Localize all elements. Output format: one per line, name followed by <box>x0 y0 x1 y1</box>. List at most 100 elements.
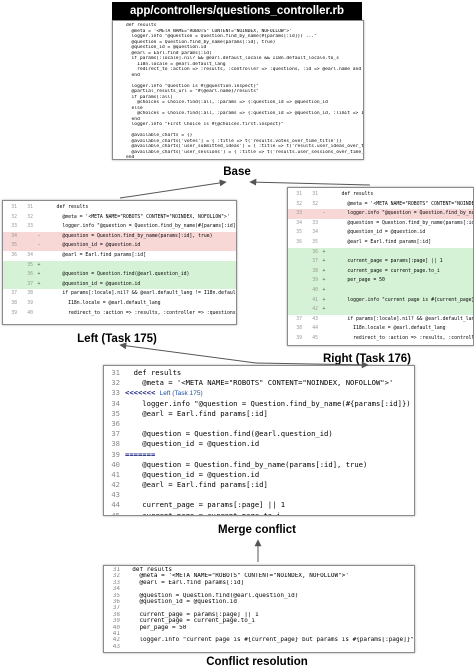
new-line-number: 33 <box>27 224 33 230</box>
code-text: logger.info "@question = Question.find_b… <box>126 34 317 39</box>
code-line: @available_charts['votes'] = { :title =>… <box>113 139 363 145</box>
conflict-marker: ======= <box>125 449 156 459</box>
code-line: 37 @question = Question.find(@earl.quest… <box>104 429 414 439</box>
code-text: @question = Question.find_by_name(params… <box>347 220 473 226</box>
code-text: @available_charts = {} <box>126 133 193 138</box>
merge-caption: Merge conflict <box>218 524 296 536</box>
old-line-number: 35 <box>296 230 302 236</box>
diff-line: 41+ logger.info "current page is #{curre… <box>288 295 473 306</box>
code-text: else <box>126 105 143 111</box>
code-text: per_page = 50 <box>330 278 385 284</box>
new-line-number: 41 <box>312 297 318 303</box>
code-text: @question_id = @question.id <box>126 45 207 50</box>
diff-line: 42+ <box>288 305 473 315</box>
diff-marker: - <box>37 233 41 239</box>
code-text: @question = Question.find(@earl.question… <box>45 272 190 278</box>
line-number: 33 <box>111 388 120 398</box>
code-text: current_page = current_page.to_i <box>330 268 440 274</box>
old-line-number: 38 <box>11 300 17 306</box>
code-line: @earl = Earl.find params[:id] <box>113 51 363 57</box>
code-line: I18n.locale = @earl.default_lang <box>113 62 363 68</box>
arrow-merge-to-right <box>255 361 369 369</box>
line-number: 31 <box>112 567 120 573</box>
code-line: 43 <box>104 490 414 500</box>
new-line-number: 42 <box>312 307 318 313</box>
code-line: logger.info "@question = Question.find_b… <box>113 34 363 40</box>
old-line-number: 33 <box>296 211 302 217</box>
code-text: per_page = 50 <box>125 624 187 631</box>
code-line: 40 @question = Question.find_by_name(par… <box>104 460 414 470</box>
line-number: 38 <box>111 439 120 449</box>
code-text: logger.info "current page is #{current_p… <box>125 637 414 644</box>
base-code-lines: def results @meta = '<META NAME="ROBOTS"… <box>113 21 363 159</box>
code-text: @question_id = @question.id <box>330 230 426 236</box>
conflict-marker-line: 33<<<<<<< Left (Task 175) <box>104 388 414 398</box>
code-line: 40 per_page = 50 <box>104 625 414 631</box>
new-line-number: 36 <box>27 272 33 278</box>
conflict-marker-line: 39======= <box>104 450 414 460</box>
code-text: @question_id = @question.id <box>45 281 141 287</box>
code-text: @meta = '<META NAME="ROBOTS" CONTENT="NO… <box>126 28 292 34</box>
code-line: 41 <box>104 631 414 637</box>
old-line-number: 31 <box>11 205 17 210</box>
conflict-marker: <<<<<<< <box>125 388 160 398</box>
new-line-number: 38 <box>27 291 33 297</box>
code-text: redirect_to :action => :results, :contro… <box>45 310 236 316</box>
code-text: @earl = Earl.find params[:id] <box>125 579 245 586</box>
diff-marker: + <box>322 268 326 274</box>
code-text: logger.info "@question = Question.find_b… <box>347 211 473 217</box>
code-text: @available_charts['user_sessions'] = { :… <box>126 149 363 155</box>
code-line: else <box>113 106 363 112</box>
new-line-number: 33 <box>312 220 318 226</box>
diff-marker: + <box>322 249 326 255</box>
code-text: current_page = current_page.to_i <box>125 618 256 625</box>
line-number: 35 <box>112 592 120 599</box>
code-text: current_page = params[:page] || 1 <box>330 259 443 265</box>
line-number: 42 <box>112 637 120 644</box>
code-line: 31 def results <box>104 368 414 378</box>
diff-line: 37+ current_page = params[:page] || 1 <box>288 257 473 267</box>
new-line-number: 32 <box>312 201 318 207</box>
code-text: I18n.locale = @earl.default_lang <box>126 61 226 67</box>
new-line-number: 32 <box>27 214 33 220</box>
code-text: @question_id = @question.id <box>45 243 141 249</box>
code-line: 37 <box>104 605 414 611</box>
diff-line: 40+ <box>288 285 473 296</box>
code-line: 38 @question_id = @question.id <box>104 439 414 449</box>
code-line: 34 <box>104 586 414 592</box>
code-text: current_page = params[:page] || 1 <box>125 500 286 510</box>
left-caption: Left (Task 175) <box>77 333 157 345</box>
line-number: 45 <box>111 510 120 516</box>
code-text: I18n.locale = @earl.default_lang <box>330 326 446 332</box>
old-line-number: 37 <box>296 316 302 322</box>
code-text: @earl = Earl.find params[:id] <box>330 239 432 245</box>
code-text: @question = Question.find(@earl.question… <box>125 429 333 439</box>
code-line: 36 <box>104 419 414 429</box>
base-caption: Base <box>223 166 251 178</box>
line-number: 44 <box>111 500 120 510</box>
code-line: end <box>113 117 363 123</box>
code-text: logger.info "Question is #{@question.ins… <box>126 83 259 89</box>
code-line: 33 @earl = Earl.find params[:id] <box>104 580 414 586</box>
code-text: current_page = current_page.to_i <box>125 510 281 516</box>
diff-line: 35+ <box>3 260 236 271</box>
code-line: def results <box>113 23 363 29</box>
new-line-number: 36 <box>312 249 318 255</box>
line-number: 40 <box>111 459 120 469</box>
line-number: 41 <box>111 469 120 479</box>
code-text: @question = Question.find(@earl.question… <box>125 592 299 599</box>
code-line: 34 logger.info "@question = Question.fin… <box>104 399 414 409</box>
code-text: end <box>126 116 140 122</box>
code-line: @choices = Choice.find(:all, :params => … <box>113 111 363 117</box>
code-line: 32 @meta = '<META NAME="ROBOTS" CONTENT=… <box>104 573 414 579</box>
